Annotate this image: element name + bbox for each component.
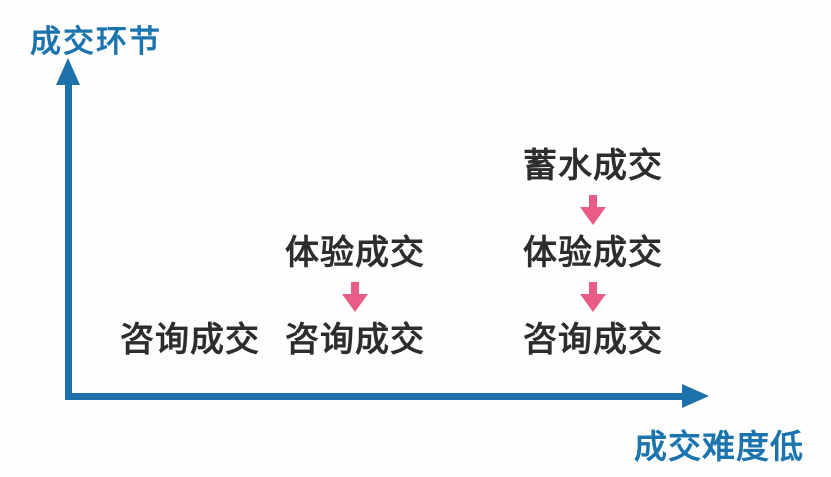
- down-arrow-icon: [580, 282, 606, 312]
- step-label: 咨询成交: [523, 321, 663, 359]
- step-label: 体验成交: [523, 234, 663, 272]
- x-axis-label: 成交难度低: [634, 428, 804, 465]
- y-axis-label: 成交环节: [30, 24, 162, 59]
- step-label: 咨询成交: [120, 321, 260, 359]
- step-label: 咨询成交: [285, 321, 425, 359]
- down-arrow-icon: [580, 195, 606, 225]
- step-label: 蓄水成交: [523, 147, 663, 185]
- right-arrow-head-icon: [682, 384, 709, 408]
- funnel-column-3: 蓄水成交 体验成交 咨询成交: [493, 148, 693, 359]
- funnel-column-2: 体验成交 咨询成交: [255, 235, 455, 359]
- x-axis-line: [65, 393, 685, 400]
- funnel-column-1: 咨询成交: [90, 322, 290, 359]
- y-axis-line: [65, 82, 72, 400]
- down-arrow-icon: [342, 282, 368, 312]
- up-arrow-head-icon: [56, 58, 80, 85]
- step-label: 体验成交: [285, 234, 425, 272]
